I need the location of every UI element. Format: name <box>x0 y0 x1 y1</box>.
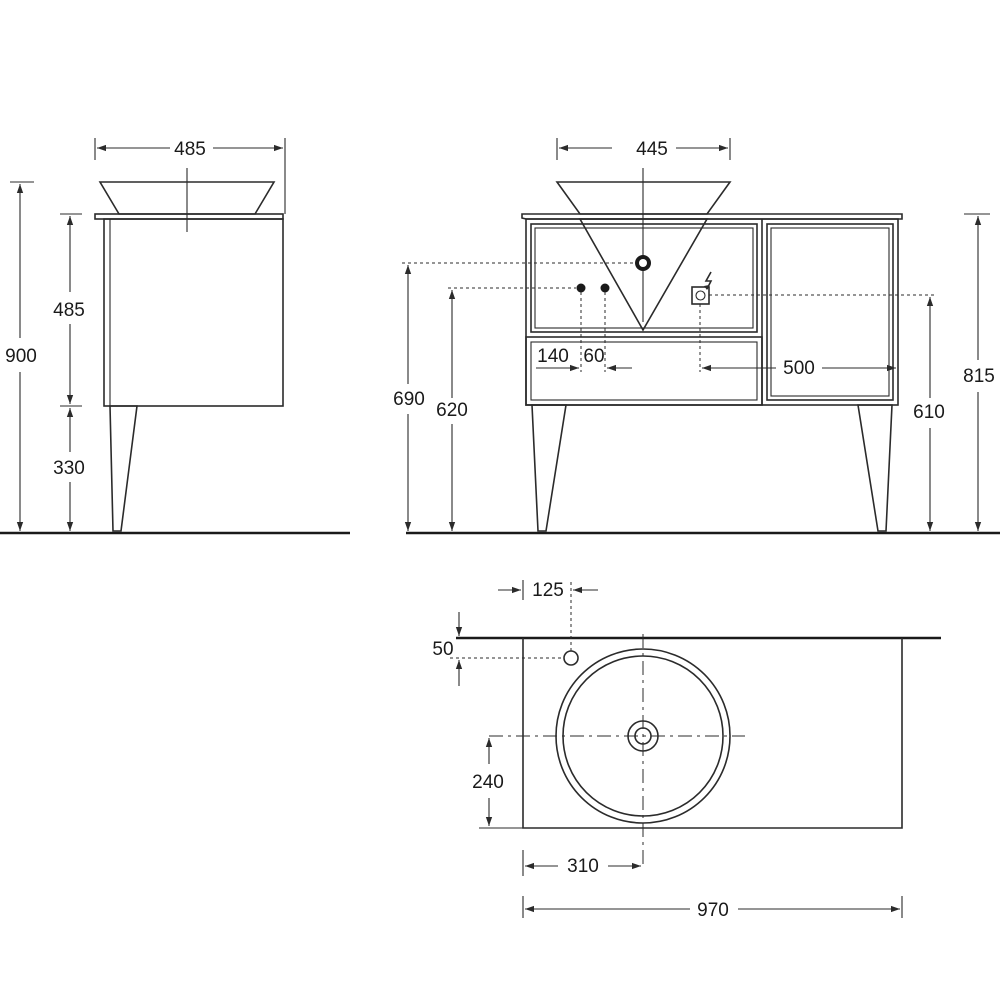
side-cabinet-height-label: 485 <box>53 300 85 321</box>
plan-basin-offset-label: 310 <box>567 856 599 877</box>
supply-offset-label: 140 <box>537 346 569 367</box>
front-drawer <box>525 336 763 406</box>
front-cabinet <box>525 218 899 406</box>
plan-tap-hole <box>563 650 579 666</box>
socket-height-label: 610 <box>913 402 945 423</box>
supply-point-left <box>576 283 586 293</box>
front-right-door-inner <box>770 227 890 397</box>
electric-socket-icon <box>691 271 713 305</box>
plan-basin-depth-label: 240 <box>472 772 504 793</box>
supply-point-right <box>600 283 610 293</box>
front-basin-width-label: 445 <box>636 139 668 160</box>
plan-tap-offset-label: 125 <box>532 580 564 601</box>
plan-countertop <box>522 638 903 829</box>
front-upper-door <box>530 223 758 333</box>
front-leg-left <box>531 404 567 532</box>
side-leg-height-label: 330 <box>53 458 85 479</box>
supply-height-label: 620 <box>436 400 468 421</box>
front-total-height-label: 815 <box>963 366 995 387</box>
side-top-width-label: 485 <box>174 139 206 160</box>
plan-total-width-label: 970 <box>697 900 729 921</box>
socket-offset-label: 500 <box>783 358 815 379</box>
waste-height-label: 690 <box>393 389 425 410</box>
front-upper-door-inner <box>534 227 754 329</box>
side-leg <box>109 405 138 532</box>
front-leg-right <box>857 404 893 532</box>
plan-tap-setback-label: 50 <box>432 639 453 660</box>
front-basin <box>555 181 732 215</box>
side-cabinet <box>103 218 284 407</box>
side-total-height-label: 900 <box>5 346 37 367</box>
supply-spacing-label: 60 <box>583 346 604 367</box>
front-view: 445 815 690 620 610 140 60 500 <box>393 138 1000 535</box>
plan-view: 125 50 240 310 970 <box>432 580 941 921</box>
side-view: 485 900 485 330 <box>0 138 350 535</box>
front-right-door <box>766 223 894 401</box>
waste-outlet-hole <box>639 259 647 267</box>
front-drawer-inner <box>530 341 758 401</box>
